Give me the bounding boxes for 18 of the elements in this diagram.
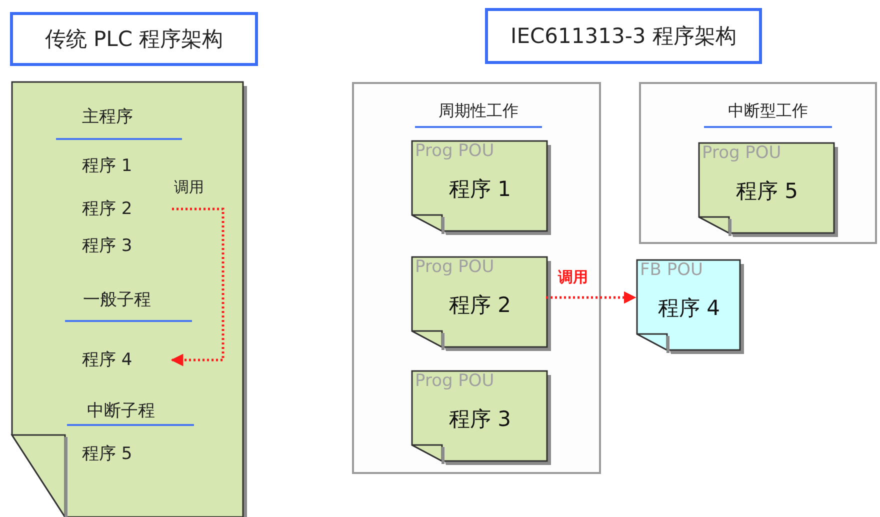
section-heading: 主程序: [56, 104, 182, 140]
document-page: [12, 82, 248, 517]
panel-heading: 中断型工作: [704, 98, 832, 128]
program-entry: 程序 2: [82, 196, 172, 222]
program-entry: 程序 1: [82, 155, 134, 178]
task-panel: [639, 82, 877, 244]
section-heading: 一般子程: [65, 287, 192, 322]
call-arrow: [546, 291, 636, 304]
panel-heading: 周期性工作: [415, 98, 542, 128]
section-heading: 中断子程: [67, 398, 194, 426]
title-box: 传统 PLC 程序架构: [10, 12, 258, 66]
program-entry: 程序 4: [82, 347, 170, 373]
program-entry: 程序 5: [82, 443, 134, 466]
call-arrow: [170, 208, 224, 366]
edge-label: 调用: [556, 268, 590, 286]
task-panel: [352, 82, 601, 474]
program-entry: 程序 3: [82, 235, 134, 258]
title-box: IEC611313-3 程序架构: [485, 8, 762, 64]
